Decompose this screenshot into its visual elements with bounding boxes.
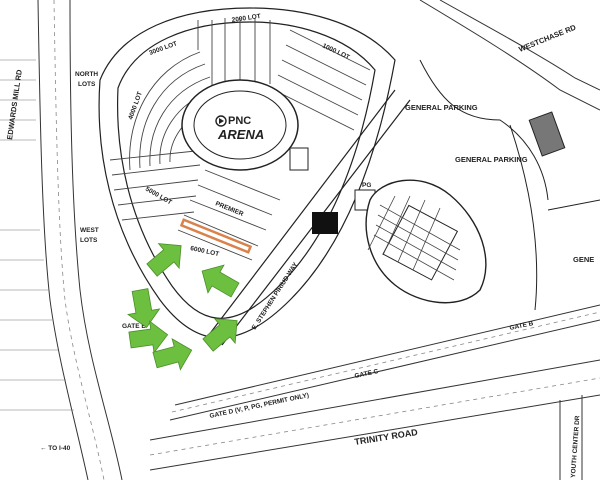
arrow-icon <box>127 288 161 328</box>
gate-d-label: GATE D (V, P, PG, PERMIT ONLY) <box>209 392 310 420</box>
west-parking-grid <box>0 59 74 411</box>
lot-6000-rows <box>177 169 281 261</box>
general-parking-areas <box>419 59 600 311</box>
structures <box>289 147 376 234</box>
gate-c-label: GATE C <box>354 368 379 380</box>
north-lot-rows <box>129 18 271 171</box>
pg-label: PG <box>362 182 371 189</box>
stadium: PG <box>362 179 487 304</box>
road-network <box>37 0 600 480</box>
lot-5000-rows <box>109 149 206 221</box>
gate-e-label: GATE E <box>122 323 146 330</box>
entry-arrows <box>127 243 240 371</box>
lot-2000-label: 2000 LOT <box>231 13 261 24</box>
arena-name-line1: PNC <box>228 115 251 127</box>
lot-5000-label: 5000 LOT <box>144 186 173 207</box>
north-lots-label-line2: LOTS <box>78 81 96 88</box>
road-label-stephens-way: E. STEPHEN PIRIUD WAY <box>251 261 300 331</box>
parking-deck <box>528 111 566 157</box>
gate-b-label: GATE B <box>509 320 534 332</box>
arrow-icon <box>202 318 238 352</box>
highlighted-lot-row <box>179 218 253 254</box>
arrow-icon <box>152 338 193 371</box>
arrow-icon <box>128 320 169 354</box>
road-label-to-i40: ← TO I-40 <box>40 445 71 452</box>
north-lots-label-line1: NORTH <box>75 71 98 78</box>
lot-6000-label: 6000 LOT <box>190 245 220 258</box>
road-label-westchase: WESTCHASE RD <box>517 23 577 54</box>
pnc-arena: PNC ARENA <box>181 79 299 171</box>
arena-name-line2: ARENA <box>217 127 264 142</box>
lot-1000-rows <box>273 29 371 131</box>
general-parking-label-north: GENERAL PARKING <box>405 103 478 112</box>
general-parking-label-center: GENERAL PARKING <box>455 155 528 164</box>
road-label-youth-center: YOUTH CENTER DR <box>570 415 581 478</box>
arena-logo-icon <box>215 115 227 127</box>
arena-ring-road <box>98 7 396 339</box>
lane-markings <box>53 0 600 480</box>
road-label-trinity: TRINITY ROAD <box>354 427 419 447</box>
road-label-edwards-mill: EDWARDS MILL RD <box>5 68 24 140</box>
west-lots-label-line1: WEST <box>80 227 99 234</box>
arrow-icon <box>201 264 240 298</box>
general-parking-label-right: GENE <box>573 255 594 264</box>
lot-3000-label: 3000 LOT <box>148 40 178 57</box>
west-lots-label-line2: LOTS <box>80 237 98 244</box>
arrow-icon <box>146 243 182 277</box>
